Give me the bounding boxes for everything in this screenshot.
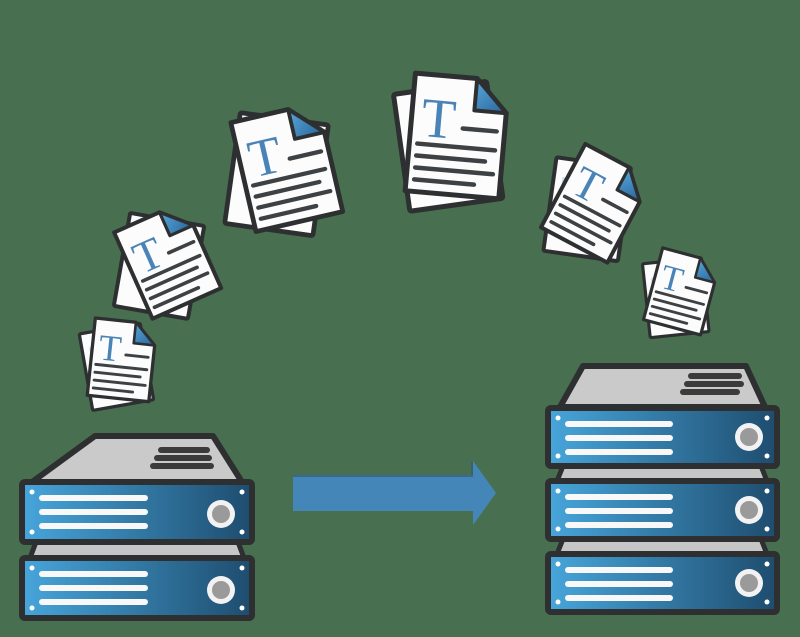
folded-corner-icon: [472, 76, 509, 116]
document-letter: T: [419, 87, 458, 152]
drive-bay: [19, 479, 255, 545]
corner-screws: [555, 488, 770, 532]
document-stack-icon-2: T T: [112, 210, 224, 321]
front-page: T: [539, 141, 642, 265]
folded-corner-icon: [157, 210, 195, 238]
bay-label-lines: [39, 495, 148, 529]
document-letter: T: [97, 326, 124, 369]
drive-bay: [19, 555, 255, 621]
corner-screws: [555, 561, 770, 605]
drive-bay: [545, 478, 780, 542]
corner-screws: [29, 489, 245, 535]
folded-corner-icon: [132, 320, 156, 347]
front-page: T: [85, 316, 157, 404]
document-stack-icon-4: T: [391, 70, 509, 214]
folded-corner-icon: [286, 107, 327, 141]
arrow-shadow-edge: [293, 462, 473, 477]
drive-bay: [545, 551, 780, 615]
folded-corner-icon: [693, 256, 716, 284]
front-page: T: [641, 246, 717, 337]
vent-grill-icon: [680, 373, 744, 395]
front-page: T: [228, 107, 346, 234]
document-stack-icon-6: T T: [641, 246, 717, 340]
destination-server-icon: [545, 363, 780, 615]
text-lines: [91, 353, 150, 394]
text-lines: [250, 149, 333, 221]
text-lines: [140, 239, 210, 310]
bay-label-lines: [39, 571, 148, 605]
source-server-icon: [19, 433, 255, 621]
drive-bay: [545, 405, 780, 469]
corner-screws: [555, 415, 770, 459]
front-page: T: [112, 210, 224, 321]
bay-label-lines: [565, 567, 673, 601]
text-lines: [411, 126, 499, 187]
vent-grill-icon: [150, 447, 214, 469]
bay-label-lines: [565, 494, 673, 528]
document-stack-icon-3: T T: [222, 107, 346, 238]
text-lines: [648, 285, 709, 325]
document-stack-icon-1: T T: [77, 316, 157, 412]
front-page: T: [402, 70, 509, 202]
folded-corner-icon: [615, 165, 642, 204]
migration-arrow-icon: [293, 461, 496, 525]
document-stack-icon-5: T T: [539, 141, 642, 265]
bay-label-lines: [565, 421, 673, 455]
text-lines: [549, 194, 629, 247]
corner-screws: [29, 565, 245, 611]
